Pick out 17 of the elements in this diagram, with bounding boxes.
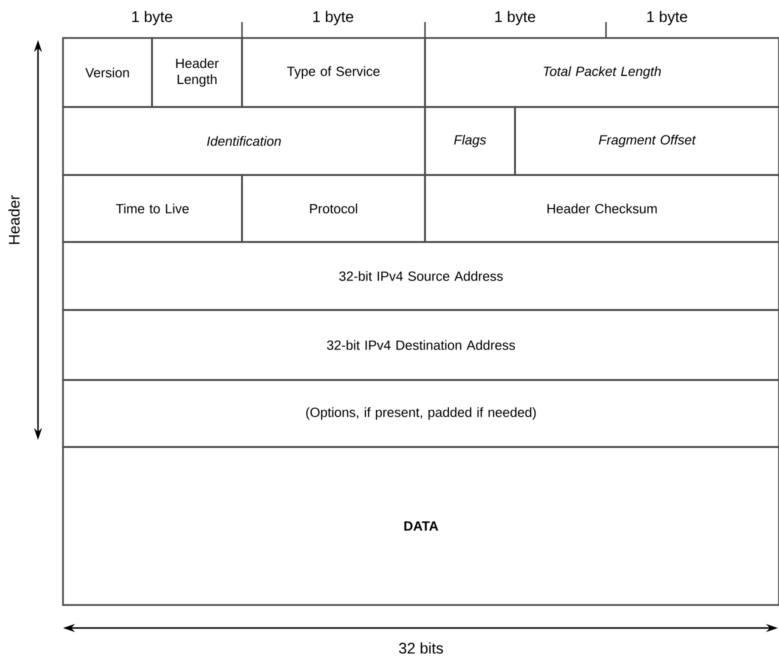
data-area: DATA [62, 446, 779, 606]
header-label: Header [8, 195, 20, 244]
byte-label: 1 byte [132, 10, 172, 26]
field-cell: Time to Live [62, 174, 243, 243]
field-cell: Fragment Offset [514, 106, 779, 176]
field-cell: Header Checksum [424, 174, 779, 243]
field-cell: Total Packet Length [424, 37, 779, 108]
field-cell: 32-bit IPv4 Source Address [62, 241, 779, 311]
field-cell: Flags [424, 106, 516, 176]
field-cell: (Options, if present, padded if needed) [62, 379, 779, 448]
field-cell: Type of Service [241, 37, 426, 108]
field-cell: Version [62, 37, 153, 108]
field-cell: Header Length [151, 37, 243, 108]
field-cell: Protocol [241, 174, 426, 243]
field-cell: Identification [62, 106, 426, 176]
field-cell: 32-bit IPv4 Destination Address [62, 309, 779, 381]
width-label: 32 bits [399, 642, 444, 654]
